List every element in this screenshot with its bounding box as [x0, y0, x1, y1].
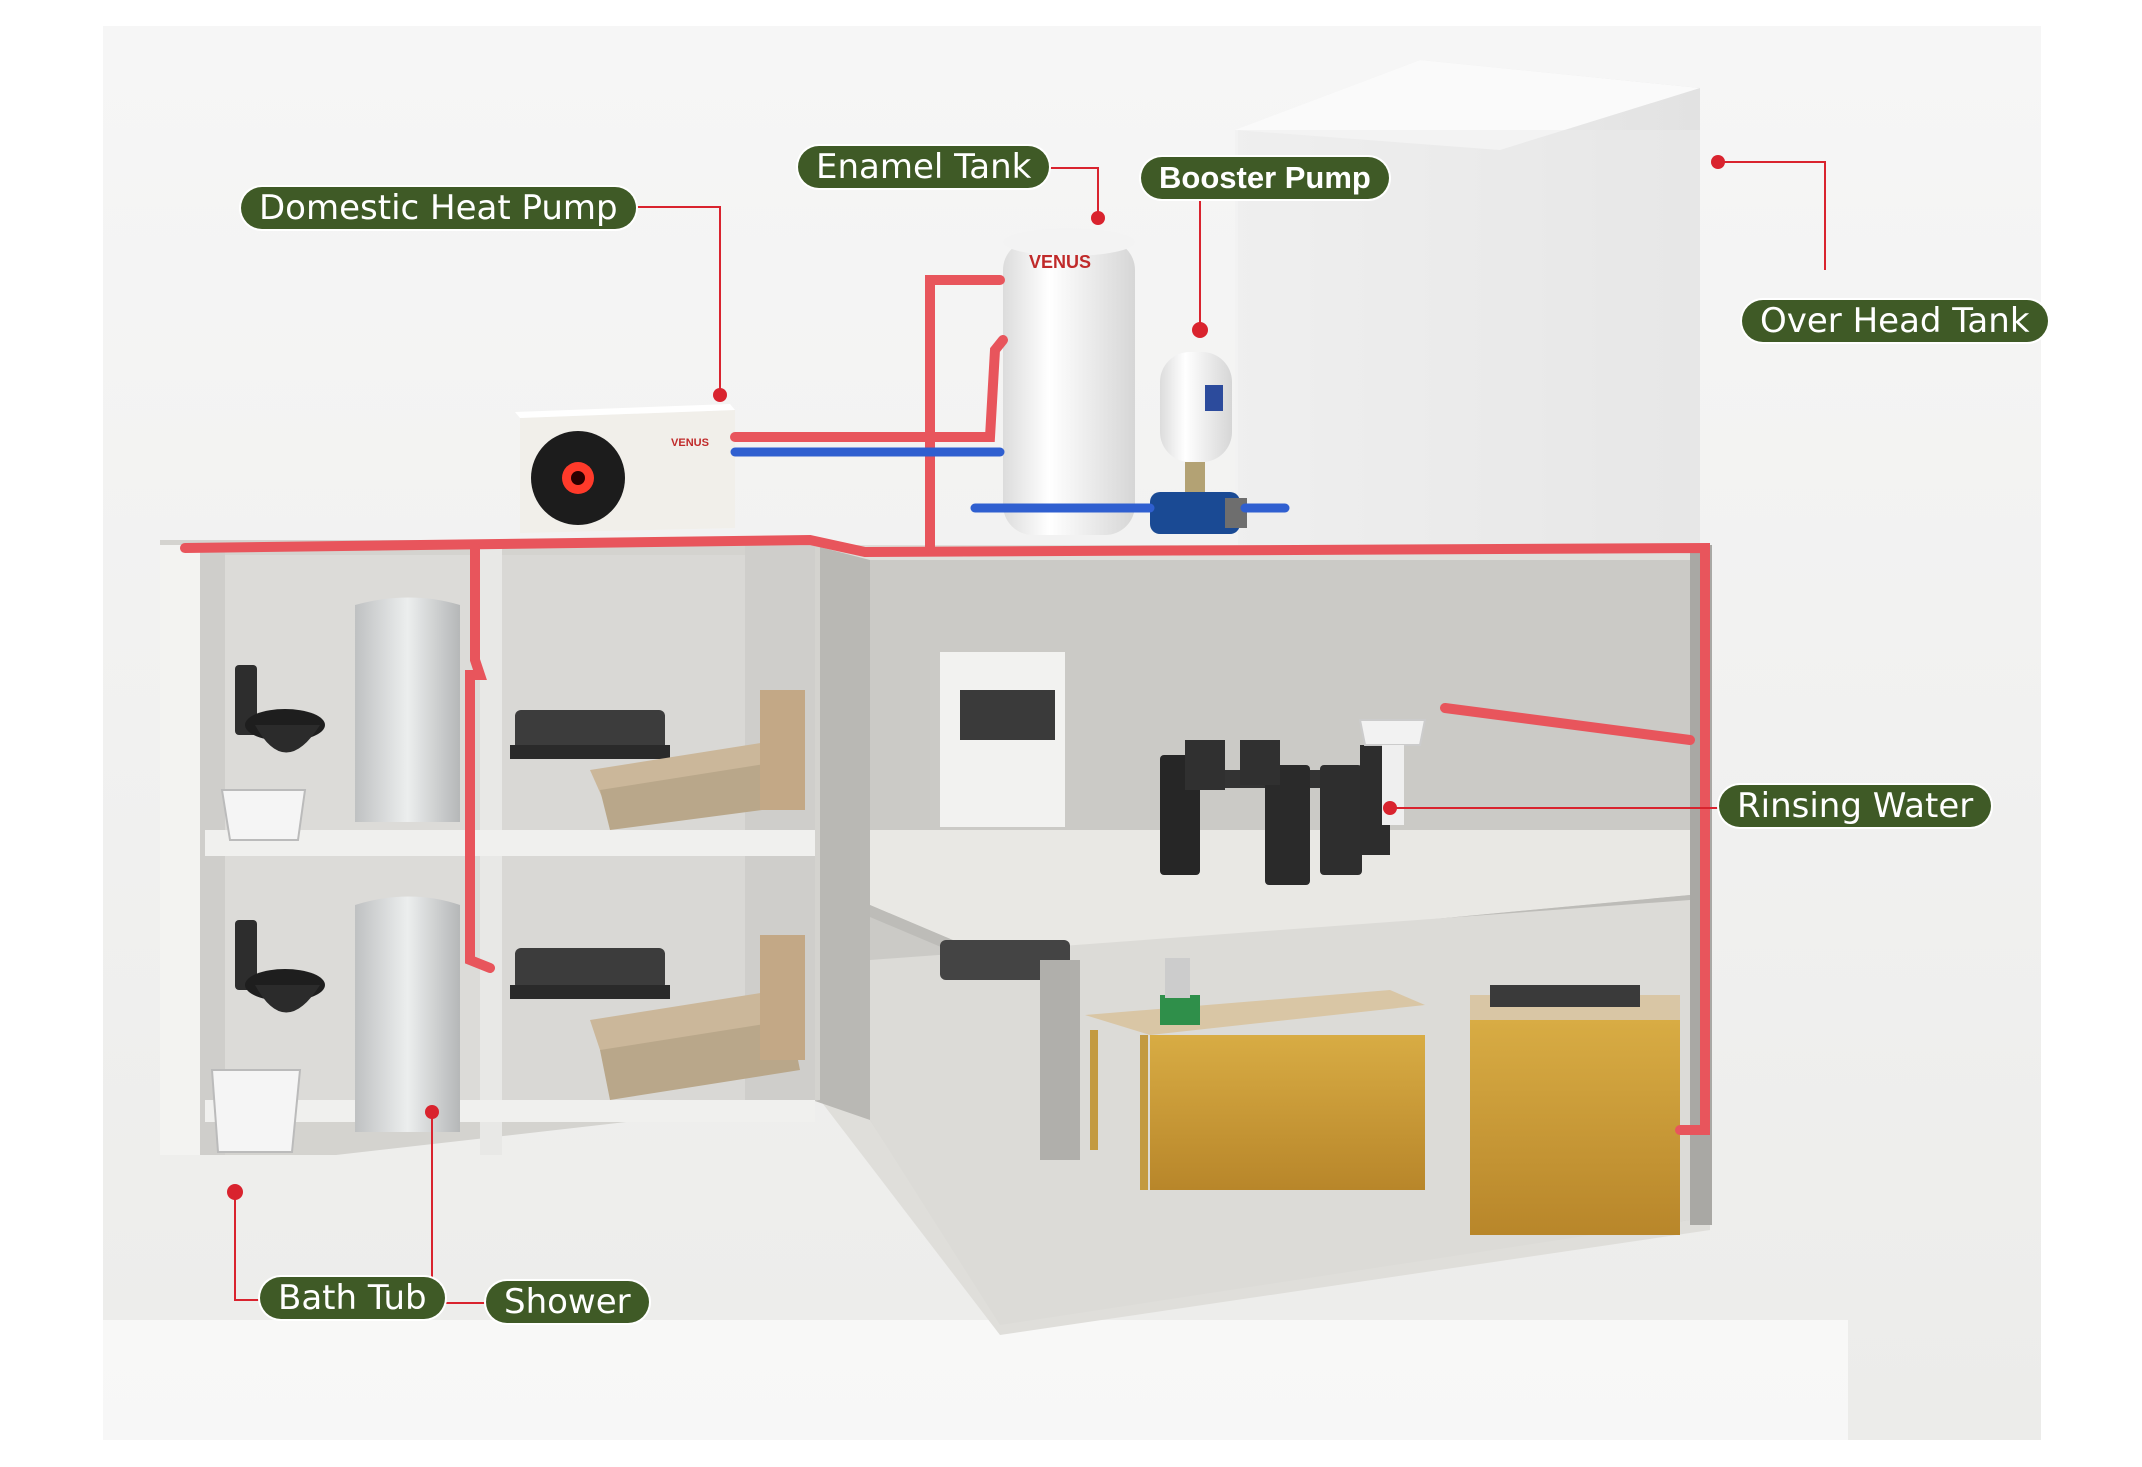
label-bath-tub: Bath Tub	[260, 1277, 445, 1319]
enamel-tank	[1003, 228, 1135, 535]
hot-water-pipes	[180, 275, 1710, 1135]
cold-water-pipes	[730, 447, 1290, 513]
leader-lines	[234, 161, 1826, 1304]
booster-pump	[1150, 352, 1247, 534]
background-panel-lower	[103, 1320, 1848, 1440]
kitchen-cabinets	[1085, 958, 1680, 1235]
over-head-tank	[1235, 60, 1700, 545]
bathroom-fixtures	[210, 597, 460, 1153]
label-booster-pump: Booster Pump	[1141, 157, 1389, 199]
label-shower: Shower	[486, 1281, 649, 1323]
label-rinsing-water: Rinsing Water	[1719, 785, 1992, 827]
heat-pump-unit	[515, 404, 735, 533]
leader-dots	[227, 155, 1725, 1200]
bedroom-furniture	[510, 690, 805, 1100]
label-enamel-tank: Enamel Tank	[798, 146, 1050, 188]
label-over-head-tank: Over Head Tank	[1742, 300, 2048, 342]
tank-brand-logo: VENUS	[1029, 252, 1091, 272]
label-domestic-heat-pump: Domestic Heat Pump	[241, 187, 636, 229]
heat-pump-brand-logo: VENUS	[671, 437, 709, 449]
